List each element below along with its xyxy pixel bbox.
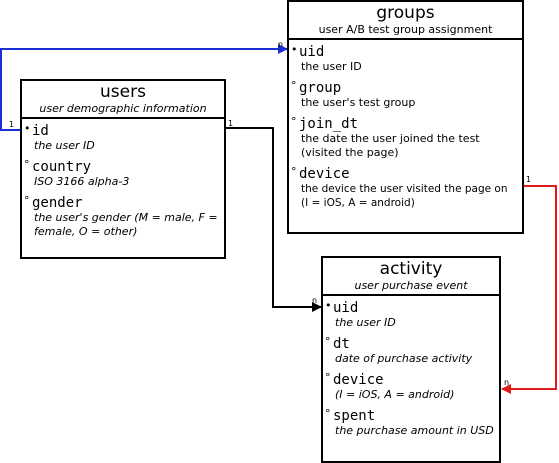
entity-header: activity user purchase event	[323, 258, 499, 296]
entity-activity[interactable]: activity user purchase event • uid the u…	[321, 256, 501, 463]
entity-title: users	[100, 82, 146, 102]
optional-field-icon: °	[325, 371, 331, 384]
field-description: the user's test group	[301, 96, 416, 109]
field-device[interactable]: ° device the device the user visited the…	[289, 166, 522, 210]
cardinality-groups-activity-to: n	[504, 378, 510, 387]
field-name: join_dt	[299, 116, 359, 132]
field-name: device	[333, 372, 384, 388]
optional-field-icon: °	[325, 335, 331, 348]
field-name: gender	[32, 195, 83, 211]
entity-subtitle: user demographic information	[39, 102, 207, 115]
cardinality-groups-activity-from: 1	[526, 175, 532, 184]
field-device[interactable]: ° device (I = iOS, A = android)	[323, 372, 499, 402]
field-name: id	[32, 123, 49, 139]
entity-title: groups	[376, 3, 435, 23]
optional-field-icon: °	[325, 407, 331, 420]
field-description: date of purchase activity	[335, 352, 473, 365]
entity-title: activity	[379, 259, 443, 279]
field-description: the device the user visited the page on …	[301, 183, 508, 209]
field-description: the purchase amount in USD	[335, 424, 494, 437]
field-uid[interactable]: • uid the user ID	[323, 300, 499, 330]
entity-header: groups user A/B test group assignment	[289, 2, 522, 40]
field-description: the user's gender (M = male, F = female,…	[34, 211, 218, 238]
field-description: the date the user joined the test (visit…	[301, 132, 480, 159]
field-description: the user ID	[34, 139, 95, 152]
field-name: group	[299, 80, 342, 96]
optional-field-icon: °	[291, 165, 297, 178]
entity-subtitle: user purchase event	[354, 279, 468, 292]
field-name: device	[299, 166, 350, 182]
entity-users[interactable]: users user demographic information • id …	[20, 79, 226, 259]
field-description: (I = iOS, A = android)	[335, 388, 455, 401]
field-description: the user ID	[335, 316, 396, 329]
optional-field-icon: °	[24, 158, 30, 171]
field-uid[interactable]: • uid the user ID	[289, 44, 522, 74]
optional-field-icon: °	[291, 115, 297, 128]
relation-groups-activity	[501, 185, 557, 394]
cardinality-users-activity-to: n	[312, 296, 318, 305]
primary-key-icon: •	[291, 43, 298, 56]
primary-key-icon: •	[325, 299, 332, 312]
cardinality-users-groups-to: n	[278, 40, 284, 49]
field-dt[interactable]: ° dt date of purchase activity	[323, 336, 499, 366]
entity-header: users user demographic information	[22, 81, 224, 119]
field-name: uid	[299, 44, 325, 60]
optional-field-icon: °	[24, 194, 30, 207]
field-gender[interactable]: ° gender the user's gender (M = male, F …	[22, 195, 224, 239]
field-group[interactable]: ° group the user's test group	[289, 80, 522, 110]
field-name: country	[32, 159, 92, 175]
relation-users-activity	[226, 127, 322, 312]
relation-users-groups	[0, 44, 288, 131]
field-name: dt	[333, 336, 350, 352]
entity-groups[interactable]: groups user A/B test group assignment • …	[287, 0, 524, 234]
field-name: uid	[333, 300, 359, 316]
field-name: spent	[333, 408, 376, 424]
optional-field-icon: °	[291, 79, 297, 92]
cardinality-users-activity-from: 1	[228, 119, 234, 128]
primary-key-icon: •	[24, 122, 31, 135]
field-country[interactable]: ° country ISO 3166 alpha-3	[22, 159, 224, 189]
entity-subtitle: user A/B test group assignment	[318, 23, 493, 36]
cardinality-users-groups-from: 1	[9, 120, 15, 129]
field-spent[interactable]: ° spent the purchase amount in USD	[323, 408, 499, 438]
field-id[interactable]: • id the user ID	[22, 123, 224, 153]
field-join-dt[interactable]: ° join_dt the date the user joined the t…	[289, 116, 522, 160]
field-description: ISO 3166 alpha-3	[34, 175, 130, 188]
field-description: the user ID	[301, 60, 362, 73]
